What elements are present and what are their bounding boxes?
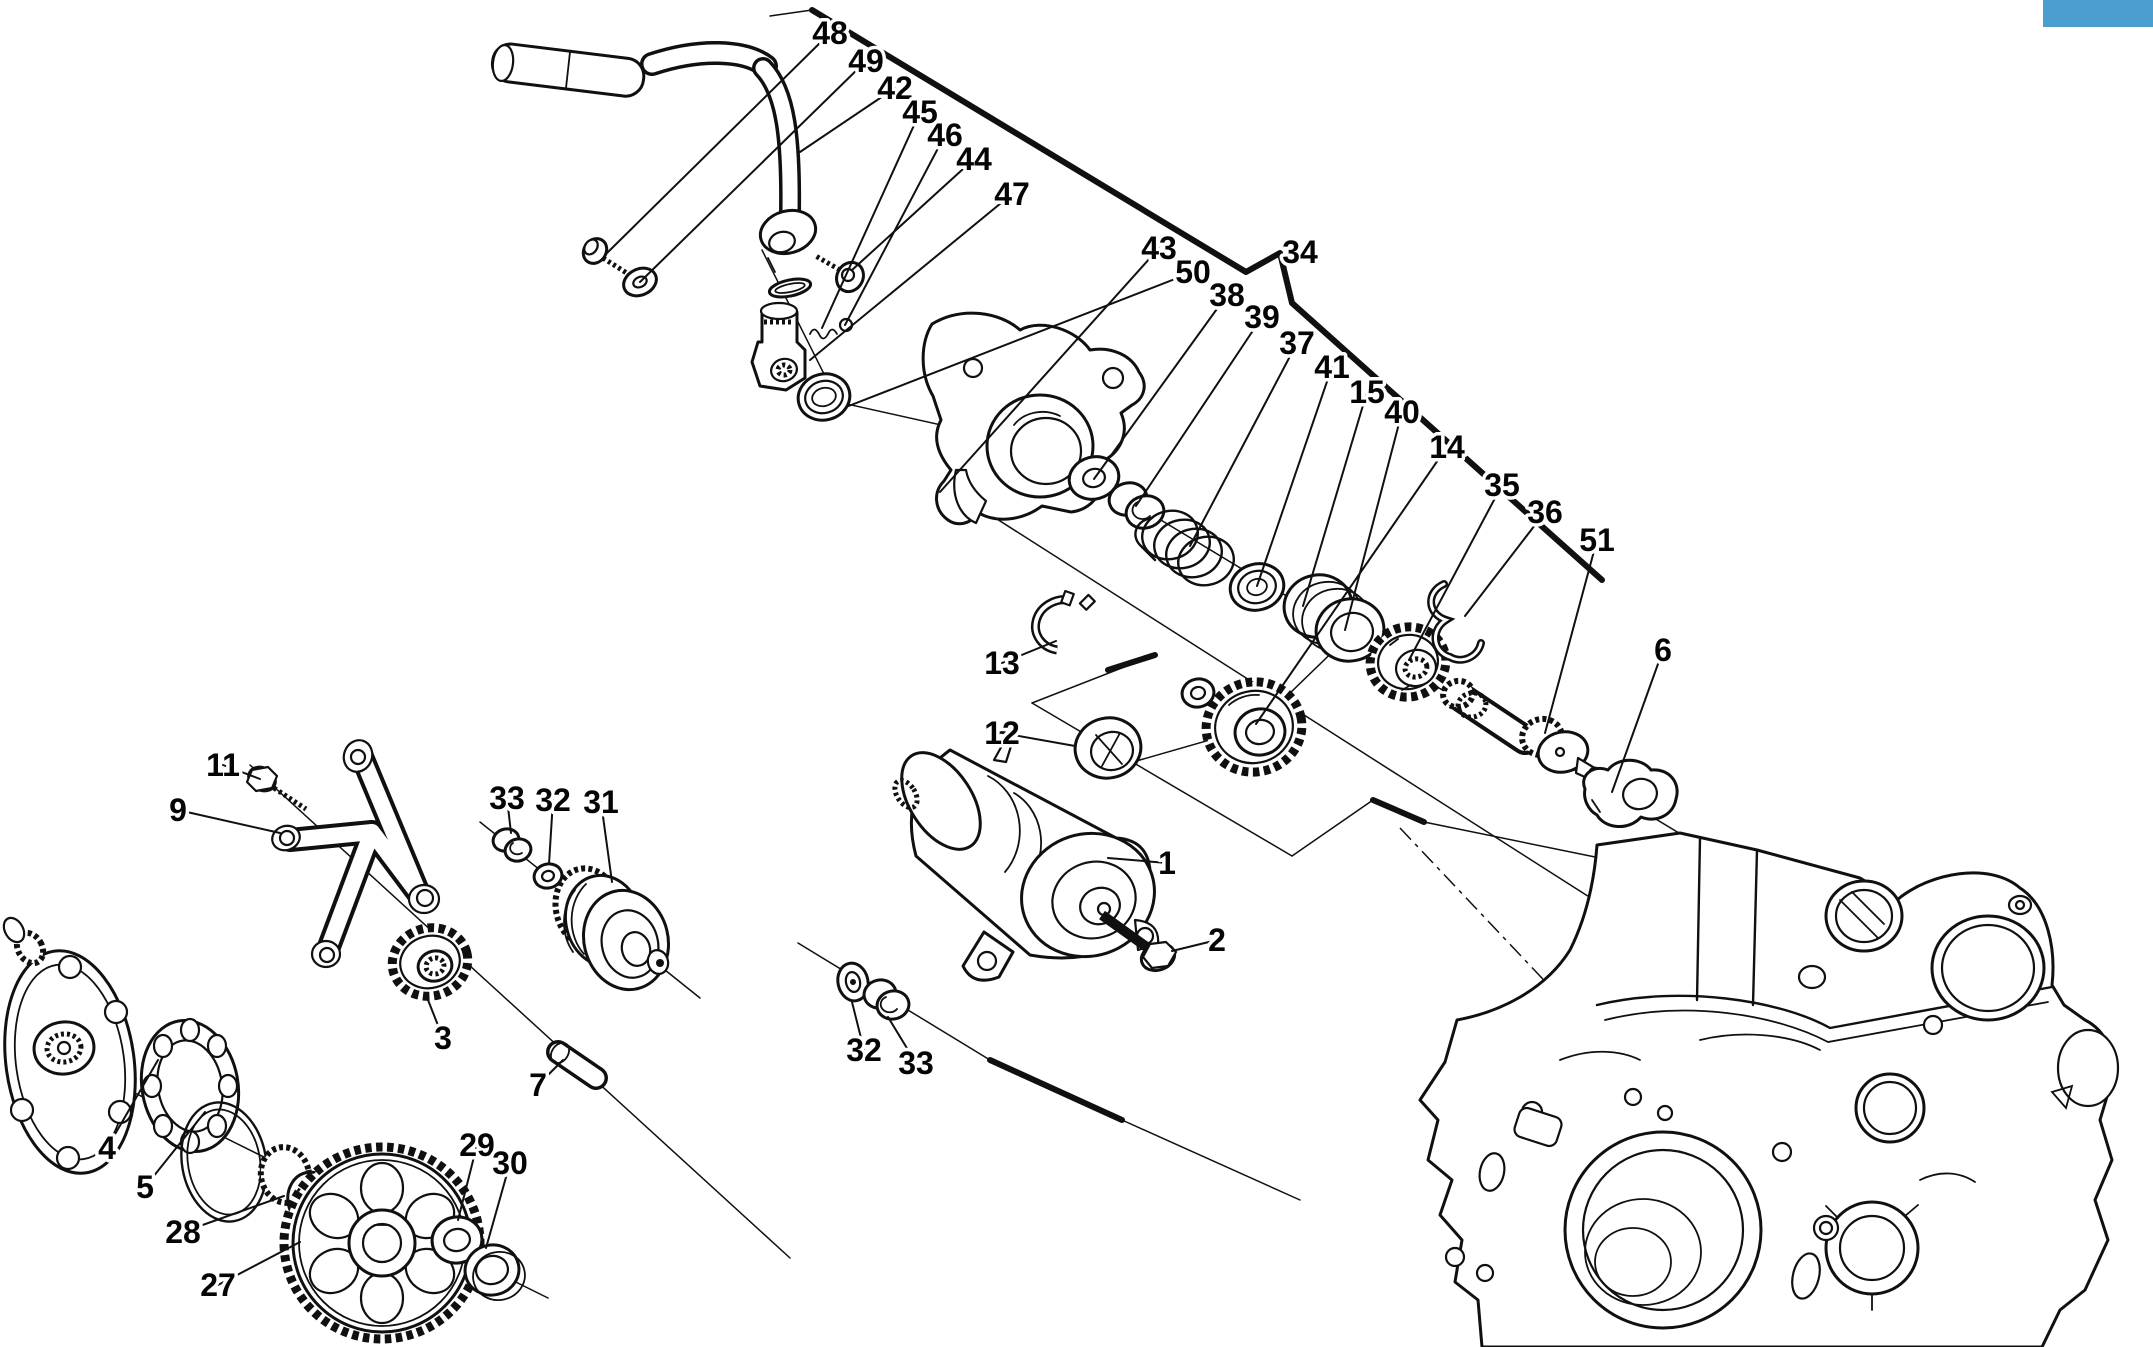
label-31: 31: [583, 784, 619, 820]
one-way-clutch-4: [139, 1017, 241, 1155]
driven-gear-27: [279, 1142, 485, 1344]
bearing-12: [1073, 716, 1143, 780]
bushing-39: [1107, 481, 1166, 530]
washer-32b: [836, 961, 870, 1003]
label-1: 1: [1158, 845, 1176, 881]
label-37: 37: [1279, 325, 1315, 361]
label-5: 5: [136, 1169, 154, 1205]
label-50: 50: [1175, 254, 1211, 290]
label-28: 28: [165, 1214, 201, 1250]
label-44: 44: [956, 141, 992, 177]
motor-shaft-splines: [892, 777, 920, 811]
label-51: 51: [1579, 522, 1615, 558]
dowel-pin-7: [546, 1040, 608, 1090]
washer-32: [532, 862, 564, 890]
label-35: 35: [1484, 467, 1520, 503]
thrust-washer: [1180, 677, 1216, 709]
label-43: 43: [1141, 230, 1177, 266]
group-bracket-34: [809, 7, 1605, 583]
label-12: 12: [984, 715, 1020, 751]
kick-shaft-oil-seal: [796, 372, 852, 422]
label-41: 41: [1314, 349, 1350, 385]
washer-29: [430, 1215, 484, 1265]
bushing-33b: [862, 978, 911, 1021]
cover-plate: [921, 311, 1146, 526]
friction-spring-cup-15-40: [1282, 573, 1386, 663]
return-spring-37: [1134, 509, 1235, 587]
label-11: 11: [206, 747, 240, 783]
label-40: 40: [1384, 394, 1420, 430]
starter-motor: [892, 730, 1160, 982]
motor-terminal: [992, 740, 1014, 764]
label-48: 48: [812, 15, 848, 51]
label-47: 47: [994, 176, 1030, 212]
idler-sprocket-3: [387, 923, 473, 1001]
label-14: 14: [1429, 429, 1465, 465]
lever-socket-bolt: [812, 252, 865, 294]
label-29: 29: [459, 1127, 495, 1163]
spacer-bushing-33: [491, 827, 533, 863]
kick-joint: [750, 301, 807, 392]
bracket-bolt-11: [245, 765, 308, 812]
label-32b: 32: [846, 1032, 882, 1068]
ratchet-gear-35: [1365, 622, 1451, 702]
label-9: 9: [169, 792, 187, 828]
label-38: 38: [1209, 277, 1245, 313]
label-39: 39: [1244, 299, 1280, 335]
label-30: 30: [492, 1145, 528, 1181]
label-49: 49: [848, 43, 884, 79]
seal-oval: [767, 277, 813, 299]
motor-rear-cap: [900, 751, 982, 851]
support-bracket-9: [271, 739, 441, 969]
crankcase-half: [1418, 831, 2120, 1347]
label-32: 32: [535, 782, 571, 818]
ratchet-spring-clip-36: [1427, 580, 1485, 664]
motor-bolt-2: [1099, 910, 1178, 973]
label-33: 33: [489, 780, 525, 816]
label-34: 34: [1282, 234, 1318, 270]
collar-30: [463, 1243, 526, 1301]
label-46: 46: [927, 117, 963, 153]
label-4: 4: [98, 1130, 116, 1166]
label-7: 7: [529, 1067, 547, 1103]
spring-seat-41: [1228, 562, 1286, 612]
leader-lines: [106, 32, 1664, 1286]
label-3: 3: [434, 1020, 452, 1056]
page-corner-tab: [2043, 0, 2153, 27]
circlip-13: [1030, 589, 1096, 655]
label-6: 6: [1654, 632, 1672, 668]
idle-gear-14: [1201, 677, 1307, 777]
cover-plate-foot: [953, 468, 988, 525]
label-27: 27: [200, 1267, 236, 1303]
part-number-labels: 48 49 42 45 46 44 47 43 50 38 39 34 37 4…: [95, 12, 1676, 1307]
keeper-plate-6: [1582, 758, 1679, 828]
label-13: 13: [984, 645, 1020, 681]
label-42: 42: [877, 70, 913, 106]
label-33b: 33: [898, 1045, 934, 1081]
lever-pivot-bolt: [581, 237, 635, 280]
label-15: 15: [1349, 374, 1385, 410]
label-36: 36: [1527, 494, 1563, 530]
reduction-gear-31: [552, 865, 671, 992]
kick-start-lever: [490, 41, 818, 273]
label-2: 2: [1208, 922, 1226, 958]
kick-shaft-51: [1440, 677, 1606, 786]
detent-spring: [809, 328, 838, 340]
starter-clutch-hub: [2, 916, 137, 1175]
label-45: 45: [902, 94, 938, 130]
